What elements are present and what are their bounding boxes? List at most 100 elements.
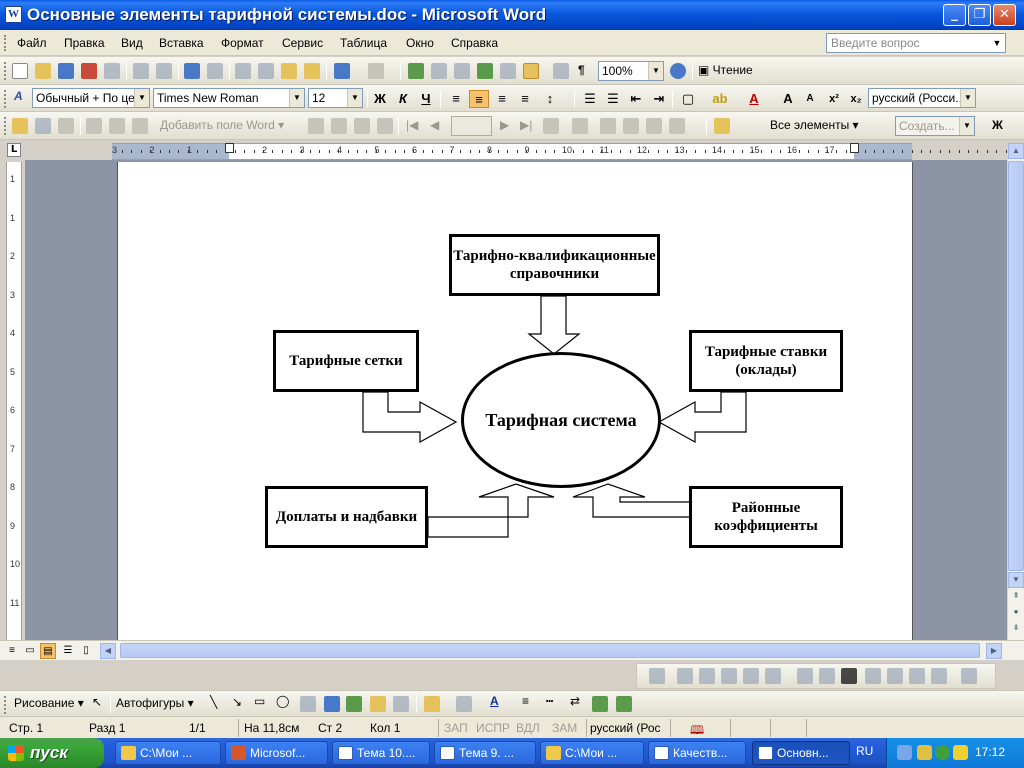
fill-color-icon[interactable] <box>424 696 440 712</box>
status-trk[interactable]: ИСПР <box>476 721 510 735</box>
match-fields-icon[interactable] <box>354 118 370 134</box>
wordart-icon[interactable] <box>324 696 340 712</box>
more-contrast-icon[interactable] <box>699 668 715 684</box>
font-size-select[interactable]: 12▼ <box>308 88 363 108</box>
line-style-draw-icon[interactable]: ≡ <box>522 694 530 708</box>
crop-icon[interactable] <box>797 668 813 684</box>
paste-icon[interactable] <box>281 63 297 79</box>
print-preview-icon[interactable] <box>156 63 172 79</box>
taskbar-item[interactable]: Тема 10.... <box>332 741 430 765</box>
select-objects-icon[interactable]: ↖ <box>92 695 103 709</box>
rotate-icon[interactable] <box>819 668 835 684</box>
first-record-icon[interactable]: |◀ <box>406 118 419 132</box>
next-record-icon[interactable]: ▶ <box>500 118 510 132</box>
clipart-icon[interactable] <box>370 696 386 712</box>
merge-to-document-icon[interactable] <box>600 118 616 134</box>
propagate-labels-icon[interactable] <box>377 118 393 134</box>
align-right-icon[interactable]: ≡ <box>498 91 506 106</box>
vertical-scroll-thumb[interactable] <box>1008 161 1024 571</box>
open-data-source-icon[interactable] <box>35 118 51 134</box>
hyperlink-icon[interactable] <box>408 63 424 79</box>
show-formatting-icon[interactable]: ¶ <box>578 63 585 77</box>
ask-question-input[interactable]: Введите вопрос ▼ <box>826 33 1006 53</box>
menu-format[interactable]: Формат <box>221 36 264 50</box>
less-contrast-icon[interactable] <box>721 668 737 684</box>
color-icon[interactable] <box>677 668 693 684</box>
menu-help[interactable]: Справка <box>451 36 499 50</box>
network-icon[interactable] <box>897 745 912 760</box>
merge-to-fax-icon[interactable] <box>669 118 685 134</box>
align-left-icon[interactable]: ≡ <box>452 91 460 106</box>
text-wrapping-icon[interactable] <box>887 668 903 684</box>
line-style-icon[interactable] <box>841 668 857 684</box>
grow-font-icon[interactable]: A <box>783 91 793 106</box>
numbered-list-icon[interactable]: ☰ <box>584 91 596 106</box>
line-spacing-icon[interactable]: ↕ <box>546 91 554 106</box>
add-word-field-button[interactable]: Добавить поле Word ▾ <box>160 118 285 132</box>
format-painter-icon[interactable] <box>304 63 320 79</box>
address-block-icon[interactable] <box>86 118 102 134</box>
rectangle-icon[interactable]: ▭ <box>254 694 266 708</box>
next-page-icon[interactable]: ⇟ <box>1012 623 1020 632</box>
shrink-font-icon[interactable]: A <box>806 93 814 104</box>
arrow-icon[interactable]: ↘ <box>232 695 243 709</box>
merge-fields-icon[interactable] <box>132 118 148 134</box>
autotext-icon[interactable] <box>714 118 730 134</box>
draw-font-color-icon[interactable]: A <box>490 694 499 708</box>
merge-to-printer-icon[interactable] <box>623 118 639 134</box>
print-icon[interactable] <box>133 63 149 79</box>
arrow-style-icon[interactable]: ⇄ <box>570 694 581 708</box>
maximize-button[interactable]: ❐ <box>968 4 991 26</box>
word-app-icon[interactable]: W <box>5 6 22 23</box>
scroll-down-icon[interactable]: ▼ <box>1008 572 1024 588</box>
menu-table[interactable]: Таблица <box>340 36 388 50</box>
toolbar-grip[interactable] <box>4 90 7 108</box>
cut-icon[interactable] <box>235 63 251 79</box>
normal-view-icon[interactable]: ≡ <box>9 645 15 656</box>
format-picture-icon[interactable] <box>909 668 925 684</box>
warning-icon[interactable] <box>953 745 968 760</box>
all-elements-select[interactable]: Все элементы ▾ <box>770 118 859 132</box>
scroll-right-icon[interactable]: ▶ <box>986 643 1002 659</box>
menu-edit[interactable]: Правка <box>64 36 105 50</box>
taskbar-item[interactable]: C:\Мои ... <box>115 741 221 765</box>
highlight-fields-icon[interactable] <box>331 118 347 134</box>
font-select[interactable]: Times New Roman▼ <box>153 88 305 108</box>
copy-icon[interactable] <box>258 63 274 79</box>
taskbar-item[interactable]: Microsof... <box>225 741 328 765</box>
align-center-icon[interactable]: ≡ <box>469 90 489 108</box>
language-indicator[interactable]: RU <box>856 744 874 758</box>
print-layout-icon[interactable]: ▤ <box>40 643 56 659</box>
status-rec[interactable]: ЗАП <box>444 721 468 735</box>
previous-page-icon[interactable]: ⇞ <box>1012 591 1020 600</box>
bold-toolbar-button[interactable]: Ж <box>992 118 1003 132</box>
font-color-icon[interactable]: A <box>749 91 759 106</box>
taskbar-item[interactable]: C:\Мои ... <box>540 741 644 765</box>
box-right-top[interactable]: Тарифные ставки (оклады) <box>689 330 843 392</box>
shadow-style-icon[interactable] <box>592 696 608 712</box>
find-entry-icon[interactable] <box>543 118 559 134</box>
record-number-field[interactable] <box>451 116 492 136</box>
insert-picture-icon[interactable] <box>649 668 665 684</box>
chevron-down-icon[interactable]: ▼ <box>959 117 974 135</box>
box-left-top[interactable]: Тарифные сетки <box>273 330 419 392</box>
tables-borders-icon[interactable] <box>431 63 447 79</box>
style-select[interactable]: Обычный + По це▼ <box>32 88 150 108</box>
merge-to-email-icon[interactable] <box>646 118 662 134</box>
check-errors-icon[interactable] <box>572 118 588 134</box>
last-record-icon[interactable]: ▶| <box>520 118 533 132</box>
view-merged-data-icon[interactable] <box>308 118 324 134</box>
horizontal-scrollbar[interactable]: ≡ ▭ ▤ ☰ ▯ ◀ ▶ <box>0 640 1024 660</box>
chevron-down-icon[interactable]: ▼ <box>289 89 304 107</box>
reading-view-icon[interactable]: ▯ <box>83 645 89 656</box>
start-button[interactable]: пуск <box>0 738 104 768</box>
chevron-down-icon[interactable]: ▼ <box>648 62 663 80</box>
superscript-icon[interactable]: x² <box>829 93 839 105</box>
taskbar-item[interactable]: Качеств... <box>648 741 746 765</box>
help-icon[interactable] <box>670 63 686 79</box>
columns-icon[interactable] <box>500 63 516 79</box>
insert-table-icon[interactable] <box>454 63 470 79</box>
language-select[interactable]: русский (Росси...▼ <box>868 88 976 108</box>
highlight-icon[interactable]: ab <box>712 91 728 106</box>
